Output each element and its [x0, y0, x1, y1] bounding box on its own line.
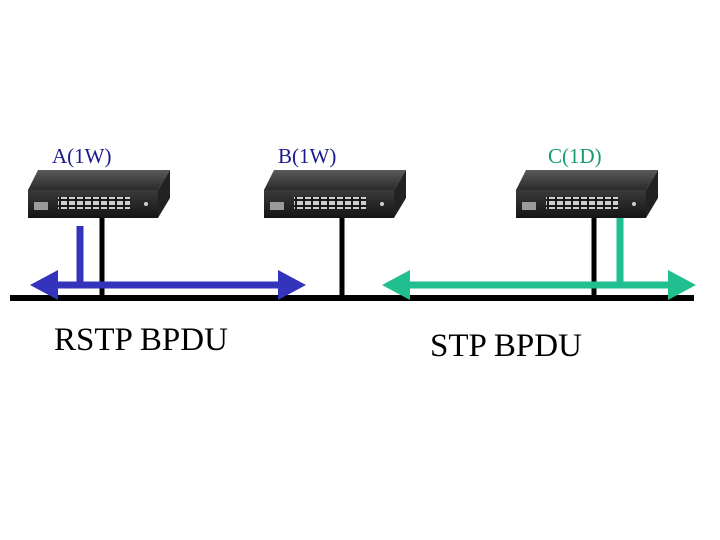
stp-bpdu-arrow [382, 218, 696, 300]
stp-bpdu-label: STP BPDU [430, 328, 582, 364]
switch-a [28, 170, 170, 218]
rstp-bpdu-label: RSTP BPDU [54, 322, 228, 358]
switch-c [516, 170, 658, 218]
switch-c-label: C(1D) [548, 144, 602, 168]
switch-b-label: B(1W) [278, 144, 336, 168]
switch-b [264, 170, 406, 218]
switch-a-label: A(1W) [52, 144, 111, 168]
rstp-bpdu-arrow [30, 226, 306, 300]
